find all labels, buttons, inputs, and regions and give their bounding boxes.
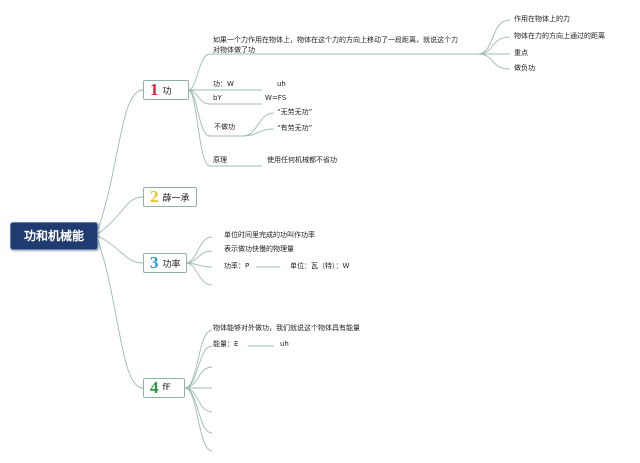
b1-definition-line2[interactable]: 对物体做了功: [213, 46, 255, 54]
branch-1-number: 1: [150, 80, 159, 99]
b1-no-work-case1[interactable]: “无劳无功”: [277, 108, 313, 116]
b1-work-symbol[interactable]: 功：W: [213, 80, 234, 88]
b4-symbol[interactable]: 能量：E: [213, 340, 239, 348]
branch-1-label: 功: [162, 86, 172, 97]
b1-def-sub-key[interactable]: 重点: [514, 49, 528, 57]
branch-2-label: 薛一承: [162, 193, 190, 204]
branch-3-number: 3: [150, 253, 159, 272]
b4-definition[interactable]: 物体能够对外做功，我们就说这个物体具有能量: [213, 324, 360, 332]
b1-def-sub-negative[interactable]: 做负功: [514, 64, 535, 72]
b1-no-work-case2[interactable]: “有劳无功”: [277, 124, 313, 132]
branch-1-node[interactable]: 1 功: [143, 80, 189, 100]
b1-principle[interactable]: 原理: [213, 156, 227, 164]
b3-unit[interactable]: 单位：瓦（特）：W: [290, 262, 350, 270]
b1-def-sub-force[interactable]: 作用在物体上的力: [514, 15, 570, 23]
b1-by[interactable]: bY: [213, 94, 222, 102]
b1-principle-text[interactable]: 使用任何机械都不省功: [267, 156, 337, 164]
b1-no-work[interactable]: 不做功: [214, 123, 235, 131]
link-root-b4: [95, 234, 144, 389]
branch-4-label: fF: [162, 383, 171, 393]
link-root-b1: [95, 89, 144, 236]
link-root-b3: [95, 234, 144, 264]
b1-def-sub-distance[interactable]: 物体在力的方向上通过的距离: [514, 32, 605, 40]
branch-4-node[interactable]: 4 fF: [143, 378, 185, 398]
branch-4-number: 4: [150, 378, 159, 397]
branch-3-label: 功率: [162, 259, 181, 270]
b1-work-unit[interactable]: uh: [277, 80, 286, 88]
link-root-b2: [95, 196, 144, 236]
b1-formula[interactable]: W=FS: [265, 94, 287, 102]
root-node[interactable]: 功和机械能: [10, 222, 98, 250]
branch-2-node[interactable]: 2 薛一承: [143, 187, 197, 207]
branch-3-node[interactable]: 3 功率: [143, 253, 187, 273]
b1-definition-line1[interactable]: 如果一个力作用在物体上，物体在这个力的方向上移动了一段距离，就说这个力: [213, 36, 458, 44]
branch-2-number: 2: [150, 187, 159, 206]
b3-meaning[interactable]: 表示做功快慢的物理量: [224, 245, 294, 253]
b3-symbol[interactable]: 功率：P: [224, 262, 250, 270]
b4-unit[interactable]: uh: [280, 340, 289, 348]
b3-definition[interactable]: 单位时间里完成的功叫作功率: [224, 231, 315, 239]
